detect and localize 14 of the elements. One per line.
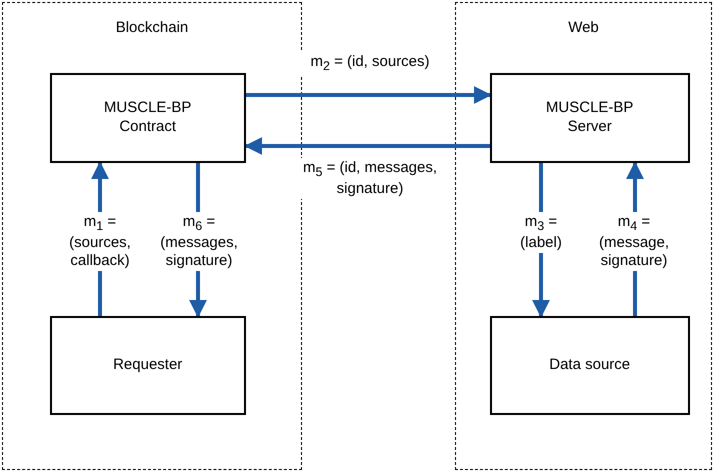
box-label: MUSCLE-BP Server [544,98,634,136]
process-box [50,316,246,415]
arrow [246,86,492,104]
group-region [455,2,712,470]
group-region [2,2,302,470]
box-label: MUSCLE-BP Contract [102,98,192,136]
arrow [244,137,490,155]
group-heading: Web [568,19,599,36]
box-label: Data source [548,356,632,375]
process-box [490,72,690,163]
process-box [490,316,690,415]
process-box [50,72,246,163]
box-label: Requester [112,356,184,375]
group-heading: Blockchain [116,19,188,36]
